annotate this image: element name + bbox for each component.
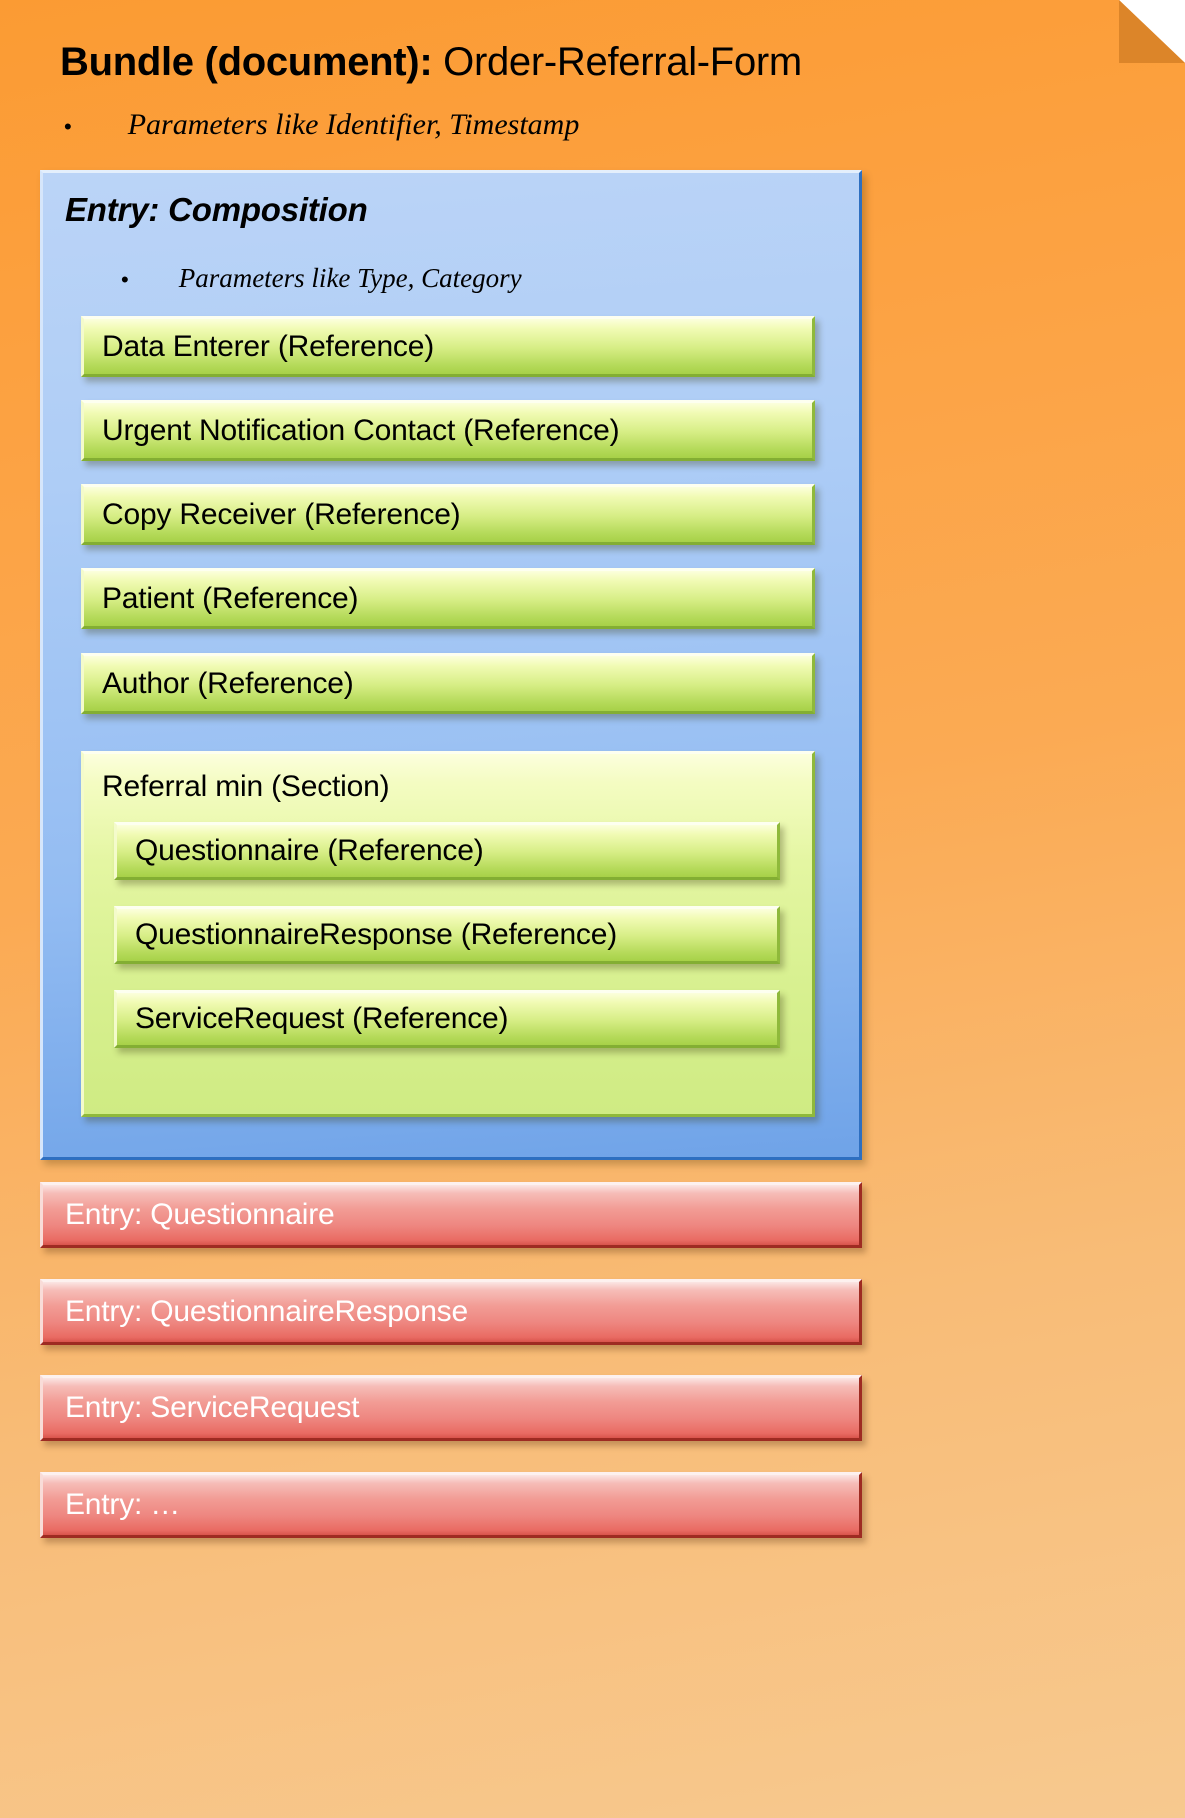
entry-box-questionnaire-response[interactable]: Entry: QuestionnaireResponse bbox=[40, 1279, 862, 1345]
bundle-title: Bundle (document): Order-Referral-Form bbox=[60, 41, 960, 83]
reference-label: Urgent Notification Contact (Reference) bbox=[102, 413, 620, 447]
entry-label: Entry: ServiceRequest bbox=[65, 1391, 360, 1424]
reference-label: Questionnaire (Reference) bbox=[135, 834, 484, 867]
bundle-parameters-bullet: • Parameters like Identifier, Timestamp bbox=[64, 108, 579, 142]
section-box-referral-min[interactable]: Referral min (Section) Questionnaire (Re… bbox=[81, 751, 815, 1117]
entry-box-more[interactable]: Entry: … bbox=[40, 1472, 862, 1538]
reference-box-copy-receiver[interactable]: Copy Receiver (Reference) bbox=[81, 484, 815, 545]
reference-box-data-enterer[interactable]: Data Enterer (Reference) bbox=[81, 316, 815, 377]
entry-composition-title: Entry: Composition bbox=[65, 191, 368, 228]
entry-box-service-request[interactable]: Entry: ServiceRequest bbox=[40, 1375, 862, 1441]
bullet-dot-icon: • bbox=[121, 267, 129, 292]
composition-parameters-text: Parameters like Type, Category bbox=[178, 263, 522, 293]
entry-box-questionnaire[interactable]: Entry: Questionnaire bbox=[40, 1182, 862, 1248]
bundle-parameters-text: Parameters like Identifier, Timestamp bbox=[127, 108, 580, 141]
reference-label: QuestionnaireResponse (Reference) bbox=[135, 918, 617, 951]
bullet-dot-icon: • bbox=[64, 114, 72, 139]
bundle-title-name: Order-Referral-Form bbox=[432, 40, 802, 84]
bundle-title-bold: Bundle (document): bbox=[60, 40, 433, 84]
entry-label: Entry: … bbox=[65, 1488, 181, 1521]
reference-label: Patient (Reference) bbox=[102, 581, 359, 615]
reference-label: Copy Receiver (Reference) bbox=[102, 497, 461, 531]
page-fold-corner-icon bbox=[1119, 0, 1185, 63]
entry-label: Entry: QuestionnaireResponse bbox=[65, 1295, 468, 1328]
reference-box-urgent-notification-contact[interactable]: Urgent Notification Contact (Reference) bbox=[81, 400, 815, 461]
reference-label: Data Enterer (Reference) bbox=[102, 329, 435, 363]
entry-composition-panel[interactable]: Entry: Composition • Parameters like Typ… bbox=[40, 170, 862, 1160]
reference-box-questionnaire-response[interactable]: QuestionnaireResponse (Reference) bbox=[114, 906, 780, 964]
entry-label: Entry: Questionnaire bbox=[65, 1198, 335, 1231]
reference-box-author[interactable]: Author (Reference) bbox=[81, 653, 815, 714]
reference-label: ServiceRequest (Reference) bbox=[135, 1002, 509, 1035]
reference-label: Author (Reference) bbox=[102, 666, 354, 700]
composition-parameters-bullet: • Parameters like Type, Category bbox=[121, 263, 522, 294]
section-label: Referral min (Section) bbox=[102, 770, 390, 803]
reference-box-service-request[interactable]: ServiceRequest (Reference) bbox=[114, 990, 780, 1048]
reference-box-questionnaire[interactable]: Questionnaire (Reference) bbox=[114, 822, 780, 880]
reference-box-patient[interactable]: Patient (Reference) bbox=[81, 568, 815, 629]
